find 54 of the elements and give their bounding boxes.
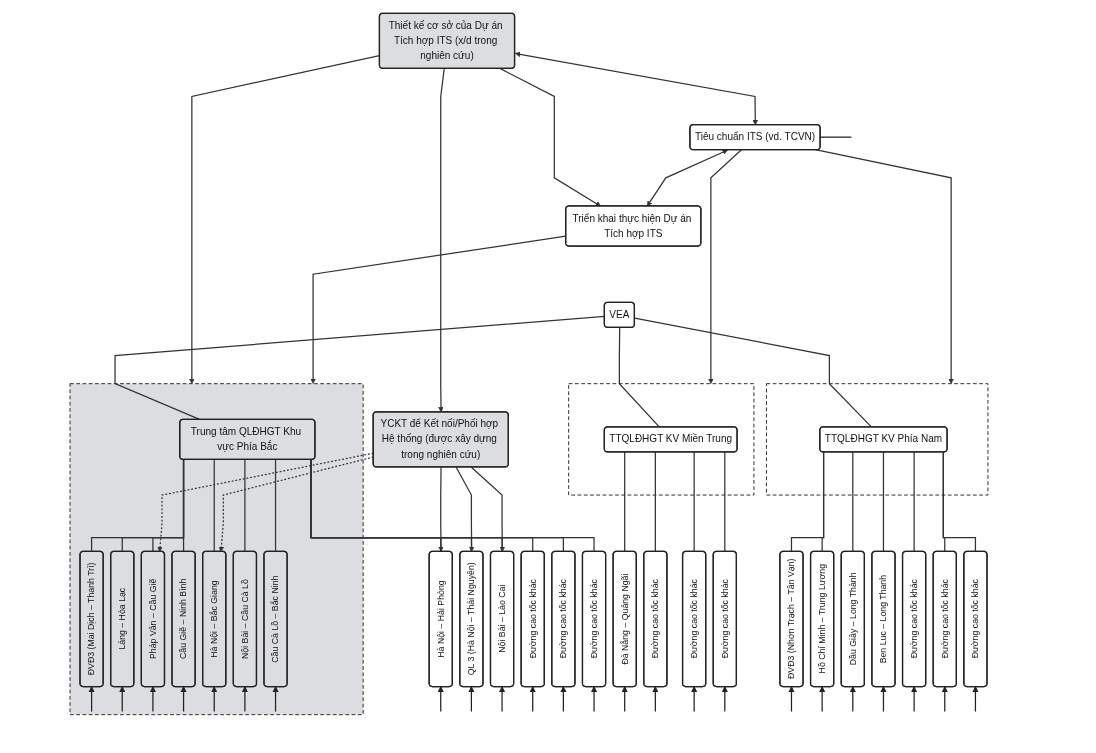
arrow <box>515 51 759 126</box>
arrow <box>849 685 857 713</box>
arrow <box>437 685 445 713</box>
arrow <box>499 685 506 713</box>
connector <box>942 451 977 552</box>
connector <box>619 327 661 428</box>
arrow <box>788 685 795 713</box>
arrow <box>691 685 698 713</box>
connector <box>852 451 854 552</box>
connector <box>91 458 185 552</box>
connector <box>724 451 726 552</box>
connector <box>913 451 915 552</box>
arrow <box>911 685 918 713</box>
connector <box>883 451 885 552</box>
arrow <box>438 466 444 552</box>
arrow <box>88 685 95 713</box>
cluster <box>568 383 755 496</box>
arrow <box>652 685 659 713</box>
arrow <box>591 685 598 713</box>
arrow <box>211 685 218 713</box>
connector <box>183 458 185 552</box>
connector <box>821 451 825 552</box>
line <box>819 136 853 138</box>
connector <box>213 458 216 552</box>
connector <box>244 458 246 552</box>
arrow <box>455 466 475 552</box>
cluster <box>766 383 989 496</box>
arrow <box>529 685 537 713</box>
connector <box>655 451 657 552</box>
connector <box>121 458 185 552</box>
arrow <box>468 685 475 713</box>
arrow <box>941 685 949 713</box>
arrow <box>721 685 729 713</box>
connector <box>634 317 873 428</box>
arrow <box>621 685 629 713</box>
arrow <box>647 149 729 207</box>
arrow <box>272 685 279 713</box>
connector <box>152 458 185 552</box>
arrow <box>438 68 446 413</box>
arrow <box>119 685 126 713</box>
connector <box>693 451 696 552</box>
connector <box>791 451 825 552</box>
arrow <box>500 68 602 207</box>
arrow <box>819 685 826 713</box>
arrow <box>242 685 249 713</box>
arrow <box>880 685 887 713</box>
arrow <box>560 685 567 713</box>
connector <box>275 458 277 552</box>
arrow <box>972 685 979 713</box>
arrow <box>471 466 506 552</box>
connector <box>624 451 626 552</box>
arrow <box>150 685 157 713</box>
arrow <box>180 685 187 713</box>
arrow <box>708 149 743 384</box>
